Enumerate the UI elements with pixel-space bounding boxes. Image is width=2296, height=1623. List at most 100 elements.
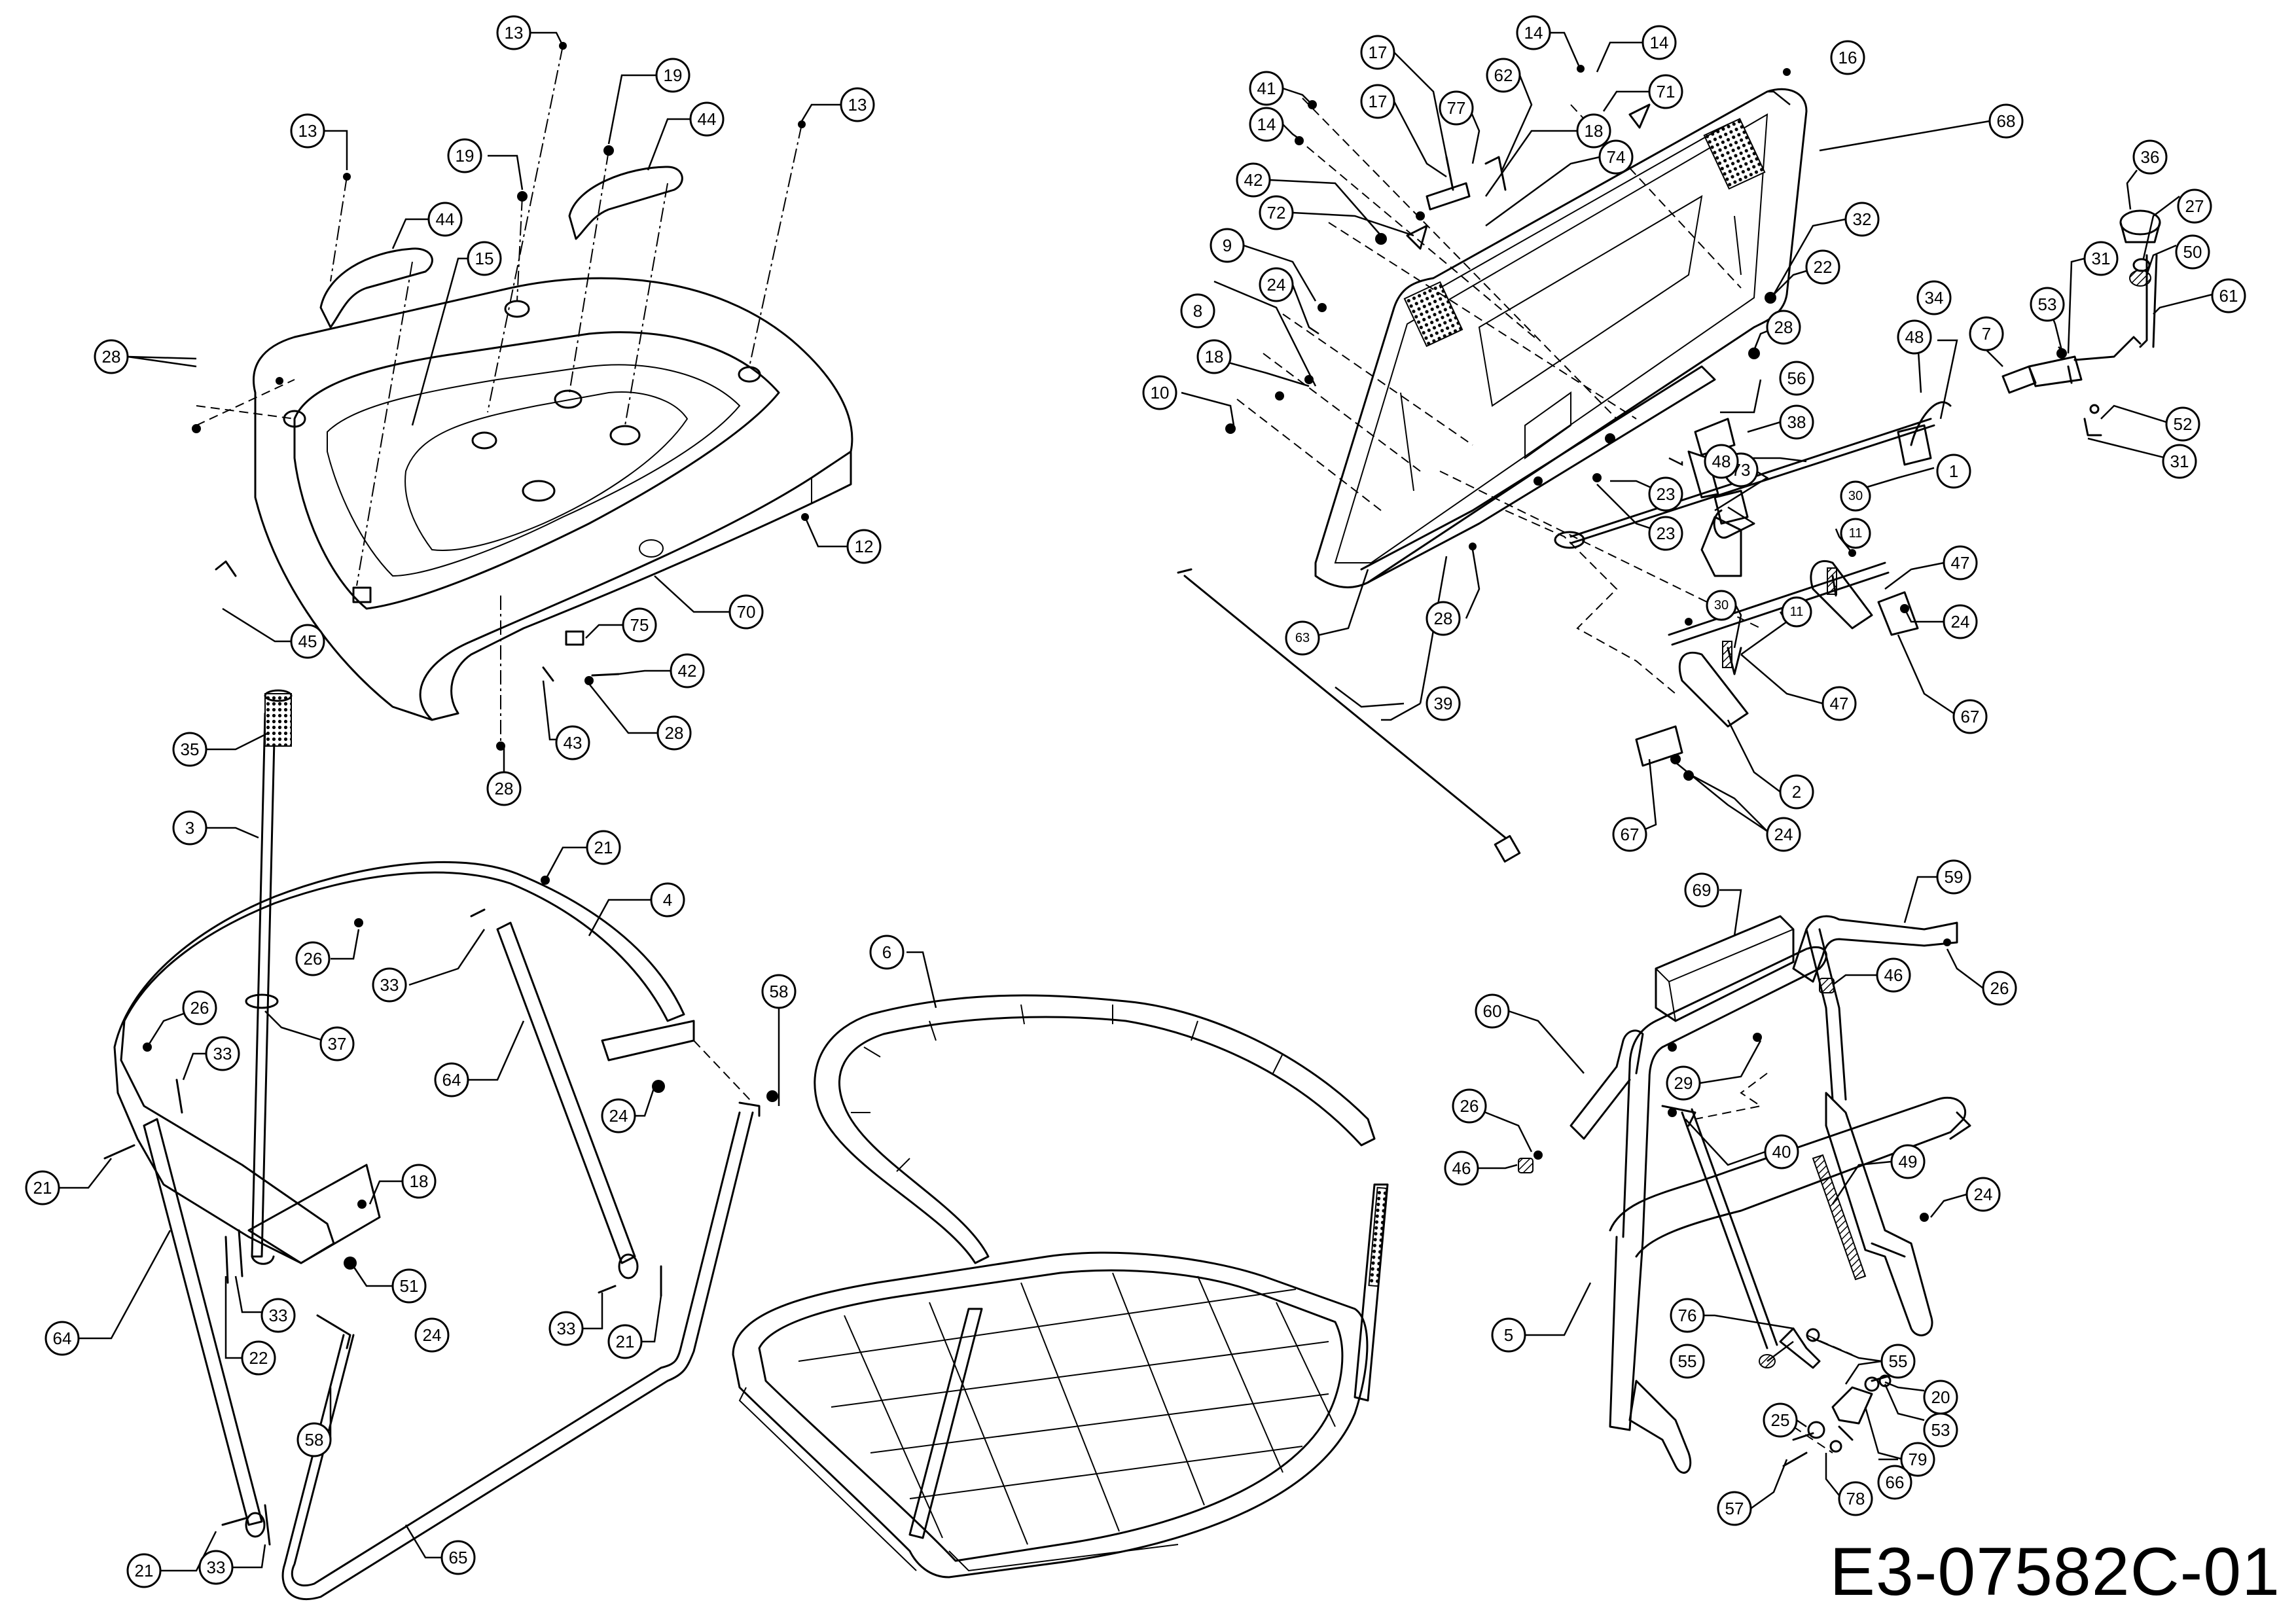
hood-handle-right [568, 166, 683, 240]
svg-text:32: 32 [1853, 209, 1872, 229]
callout-56: 56 [1779, 361, 1814, 396]
svg-text:33: 33 [380, 975, 399, 995]
svg-text:30: 30 [1714, 598, 1729, 613]
callout-13: 13 [840, 87, 875, 122]
svg-text:67: 67 [1621, 825, 1640, 844]
callout-43: 43 [555, 725, 590, 760]
callout-38: 38 [1779, 404, 1814, 440]
callout-57: 57 [1717, 1491, 1752, 1526]
svg-text:42: 42 [1244, 170, 1263, 190]
callout-67: 67 [1612, 817, 1647, 852]
callout-37: 37 [319, 1026, 355, 1061]
svg-text:72: 72 [1267, 203, 1286, 223]
svg-text:55: 55 [1678, 1351, 1697, 1371]
callout-31: 31 [2162, 444, 2197, 479]
svg-text:9: 9 [1223, 236, 1232, 255]
callout-40: 40 [1764, 1134, 1799, 1169]
svg-text:26: 26 [1460, 1096, 1479, 1116]
callout-62: 62 [1486, 58, 1521, 93]
svg-text:7: 7 [1982, 324, 1991, 344]
svg-text:75: 75 [630, 615, 649, 635]
svg-text:71: 71 [1657, 82, 1676, 101]
svg-text:42: 42 [678, 661, 697, 681]
callout-41: 41 [1249, 71, 1284, 106]
callouts: 13 13 13 19 19 44 44 15 28 12 70 45 75 4… [25, 15, 2246, 1588]
callout-27: 27 [2177, 188, 2212, 224]
latch-pin [215, 560, 237, 577]
svg-text:49: 49 [1899, 1152, 1918, 1171]
callout-19: 19 [655, 58, 691, 93]
svg-text:24: 24 [1974, 1185, 1993, 1204]
svg-text:21: 21 [33, 1178, 52, 1198]
callout-14: 14 [1516, 15, 1551, 50]
svg-text:21: 21 [135, 1561, 154, 1580]
strut-64-right [496, 921, 636, 1264]
svg-text:14: 14 [1257, 115, 1276, 134]
arch-bar-4 [113, 861, 685, 1264]
bracket-67 [1635, 725, 1683, 767]
svg-text:28: 28 [1774, 317, 1793, 337]
svg-text:14: 14 [1524, 23, 1543, 43]
callout-21: 21 [607, 1324, 643, 1359]
pedal-arm [1825, 1092, 1933, 1336]
callout-7: 7 [1969, 316, 2004, 351]
back-frame-6 [814, 994, 1376, 1264]
callout-20: 20 [1923, 1380, 1958, 1415]
bracket-48b [1897, 424, 1932, 466]
callout-16: 16 [1830, 40, 1865, 75]
callout-31: 31 [2083, 241, 2119, 276]
svg-text:15: 15 [475, 249, 494, 268]
callout-67: 67 [1952, 699, 1988, 734]
callout-35: 35 [172, 732, 207, 767]
rod-65 [291, 1111, 741, 1587]
svg-text:2: 2 [1792, 782, 1801, 802]
svg-text:5: 5 [1504, 1325, 1513, 1345]
callout-49: 49 [1890, 1144, 1926, 1179]
svg-text:41: 41 [1257, 79, 1276, 98]
callout-77: 77 [1439, 90, 1474, 126]
callout-59: 59 [1936, 859, 1971, 895]
grip-35 [264, 693, 292, 747]
callout-55: 55 [1880, 1344, 1916, 1379]
hood-boss-2 [554, 389, 583, 409]
svg-text:16: 16 [1839, 48, 1857, 67]
vent-grille-left [1403, 281, 1463, 348]
svg-text:61: 61 [2219, 286, 2238, 306]
callout-26: 26 [1452, 1088, 1487, 1124]
svg-text:22: 22 [1814, 257, 1833, 277]
svg-text:24: 24 [1774, 825, 1793, 844]
hood-boss-3 [609, 425, 641, 446]
strut-64-left [143, 1118, 263, 1526]
callout-48: 48 [1897, 319, 1932, 355]
svg-text:59: 59 [1945, 867, 1964, 887]
callout-60: 60 [1475, 993, 1510, 1029]
svg-text:12: 12 [855, 537, 874, 556]
svg-text:64: 64 [442, 1070, 461, 1090]
svg-text:74: 74 [1607, 147, 1626, 167]
callout-24: 24 [1259, 267, 1294, 302]
svg-text:51: 51 [400, 1276, 419, 1296]
seat-pan-assembly [732, 994, 1389, 1578]
bracket-67b [1877, 591, 1919, 636]
callout-28: 28 [486, 771, 522, 806]
hood-boss-6 [283, 410, 306, 428]
svg-text:17: 17 [1369, 92, 1388, 111]
svg-text:46: 46 [1884, 965, 1903, 985]
callout-17: 17 [1360, 84, 1395, 119]
mount-plate [247, 1164, 381, 1264]
spring-49 [1812, 1154, 1867, 1281]
svg-text:26: 26 [304, 949, 323, 969]
svg-text:19: 19 [456, 146, 475, 166]
callout-36: 36 [2132, 139, 2168, 175]
svg-text:23: 23 [1657, 484, 1676, 504]
svg-text:38: 38 [1787, 412, 1806, 432]
callout-19: 19 [447, 138, 482, 173]
callout-4: 4 [650, 882, 685, 918]
callout-10: 10 [1142, 375, 1177, 410]
drawing-number: E3-07582C-01 [1829, 1534, 2280, 1610]
pedal-foot [1628, 1380, 1692, 1474]
callout-50: 50 [2175, 234, 2210, 270]
svg-text:70: 70 [737, 602, 756, 622]
callout-75: 75 [622, 607, 657, 643]
callout-46: 46 [1876, 957, 1911, 993]
